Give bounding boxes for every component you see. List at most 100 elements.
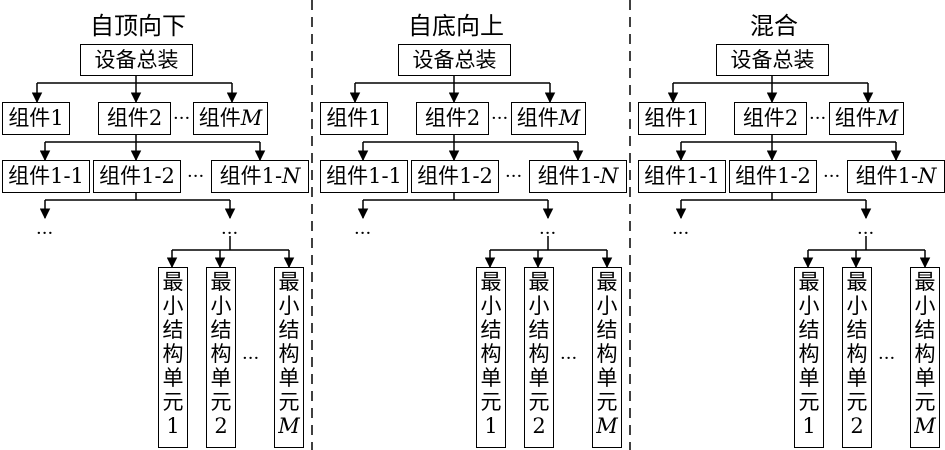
unit-char: 单 (162, 366, 184, 390)
component-node-index: M (240, 106, 263, 130)
unit-char: 最 (596, 270, 618, 294)
unit-char: 元 (162, 390, 184, 414)
subcomponent-node-prefix: 组件 (99, 164, 142, 188)
subcomponent-node-index: 1-1 (50, 164, 84, 188)
subcomponent-node: 组件1-N (211, 160, 309, 193)
unit-char: 结 (914, 318, 936, 342)
unit-char: 单 (278, 366, 300, 390)
ellipsis: ··· (857, 223, 875, 244)
unit-char: 单 (210, 366, 232, 390)
subcomponent-node-index: 1-2 (777, 164, 811, 188)
unit-char: 构 (210, 342, 232, 366)
ellipsis: ··· (36, 223, 54, 244)
unit-char: 元 (278, 390, 300, 414)
subcomponent-node-prefix: 组件 (417, 164, 460, 188)
subcomponent-node-prefix: 组件1- (219, 164, 283, 188)
unit-char: 小 (846, 294, 868, 318)
subcomponent-node-index: 1-2 (141, 164, 175, 188)
unit-char: 小 (798, 294, 820, 318)
unit-char: 单 (528, 366, 550, 390)
ellipsis: ··· (505, 166, 523, 187)
subcomponent-node-index: 1-1 (368, 164, 402, 188)
unit-char: 构 (914, 342, 936, 366)
component-node-index: M (876, 106, 899, 130)
panel-title: 混合 (750, 12, 798, 40)
unit-index: M (914, 414, 936, 438)
unit-char: 小 (480, 294, 502, 318)
component-node-index: 1 (686, 106, 700, 130)
unit-char: 元 (528, 390, 550, 414)
subcomponent-node-index: N (282, 164, 301, 188)
unit-char: 构 (596, 342, 618, 366)
unit-char: 结 (846, 318, 868, 342)
unit-char: 小 (210, 294, 232, 318)
unit-char: 最 (480, 270, 502, 294)
unit-index: M (596, 414, 618, 438)
component-node-index: 2 (148, 106, 163, 130)
unit-char: 单 (480, 366, 502, 390)
unit-char: 元 (210, 390, 232, 414)
unit-char: 单 (914, 366, 936, 390)
subcomponent-node: 组件1-N (847, 160, 945, 193)
unit-index: 2 (532, 414, 546, 438)
ellipsis: ··· (491, 108, 509, 129)
ellipsis: ··· (823, 166, 841, 187)
unit-char: 最 (914, 270, 936, 294)
unit-char: 最 (210, 270, 232, 294)
ellipsis: ··· (242, 348, 260, 369)
ellipsis: ··· (560, 348, 578, 369)
unit-char: 最 (528, 270, 550, 294)
unit-index: M (278, 414, 300, 438)
unit-index: 1 (166, 414, 180, 438)
unit-char: 最 (798, 270, 820, 294)
unit-char: 结 (480, 318, 502, 342)
unit-index: 2 (214, 414, 228, 438)
unit-char: 小 (162, 294, 184, 318)
unit-char: 构 (528, 342, 550, 366)
subcomponent-node-prefix: 组件 (644, 164, 687, 188)
subcomponent-node-prefix: 组件 (8, 164, 51, 188)
component-node-index: M (558, 106, 581, 130)
unit-index: 1 (484, 414, 498, 438)
unit-char: 元 (914, 390, 936, 414)
subcomponent-node-index: N (918, 164, 937, 188)
subcomponent-node-index: N (600, 164, 619, 188)
ellipsis: ··· (354, 223, 372, 244)
ellipsis: ··· (809, 108, 827, 129)
unit-char: 构 (480, 342, 502, 366)
panel-title: 自底向上 (408, 12, 504, 40)
root-node: 设备总装 (716, 44, 829, 76)
unit-char: 结 (210, 318, 232, 342)
component-node-index: 1 (368, 106, 382, 130)
component-node-prefix: 组件 (834, 106, 877, 130)
unit-char: 单 (596, 366, 618, 390)
unit-char: 单 (846, 366, 868, 390)
component-node-prefix: 组件 (742, 106, 785, 130)
subcomponent-node-prefix: 组件1- (855, 164, 919, 188)
component-node-prefix: 组件 (106, 106, 149, 130)
ellipsis: ··· (221, 223, 239, 244)
component-node-prefix: 组件 (8, 106, 51, 130)
unit-index: 1 (802, 414, 816, 438)
unit-char: 最 (846, 270, 868, 294)
unit-char: 元 (798, 390, 820, 414)
unit-char: 小 (278, 294, 300, 318)
subcomponent-node-prefix: 组件 (735, 164, 778, 188)
component-node-index: 1 (50, 106, 64, 130)
unit-char: 单 (798, 366, 820, 390)
